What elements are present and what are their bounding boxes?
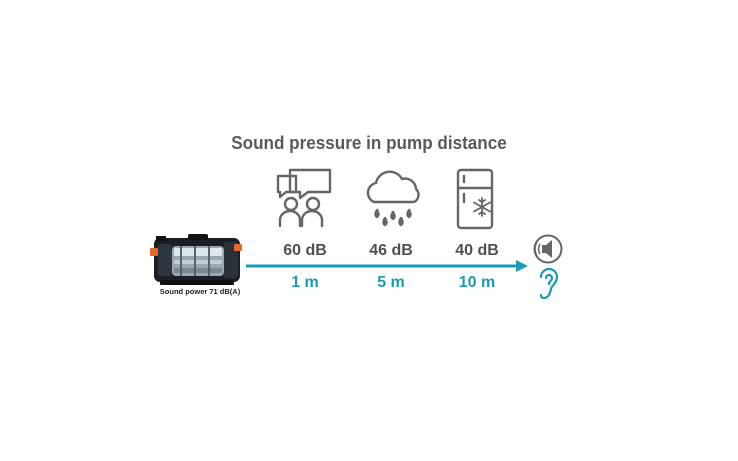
conversation-icon <box>276 168 332 228</box>
sound-level-1: 60 dB <box>283 242 327 259</box>
refrigerator-icon <box>456 168 494 230</box>
ear-icon <box>539 267 559 300</box>
sound-level-3: 40 dB <box>455 242 499 259</box>
pump-icon <box>150 234 242 285</box>
speaker-icon <box>533 234 563 264</box>
distance-1: 1 m <box>291 274 319 291</box>
distance-arrow <box>246 260 528 272</box>
distance-2: 5 m <box>377 274 405 291</box>
rain-cloud-icon <box>366 170 420 227</box>
sound-level-2: 46 dB <box>369 242 413 259</box>
distance-3: 10 m <box>458 274 496 291</box>
diagram-title: Sound pressure in pump distance <box>231 133 507 153</box>
pump-caption: Sound power 71 dB(A) <box>159 287 241 296</box>
